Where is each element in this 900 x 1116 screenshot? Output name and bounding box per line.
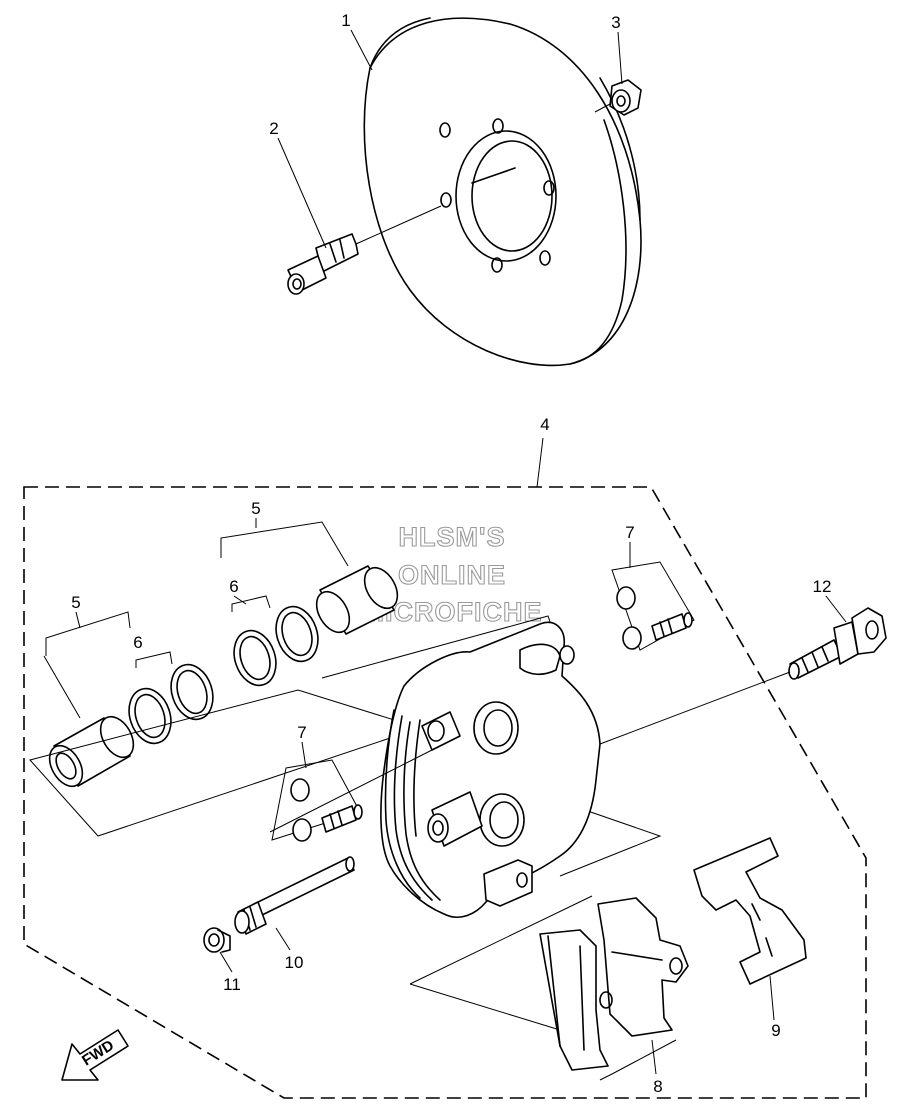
callout-6-left: 6 (133, 633, 142, 652)
callout-4: 4 (540, 415, 549, 434)
brake-pad-set (539, 897, 689, 1071)
callout-10: 10 (285, 953, 304, 972)
callout-9: 9 (771, 1021, 780, 1040)
callout-labels: 1 2 3 4 5 5 6 6 7 7 8 9 10 11 12 (71, 11, 831, 1096)
bleed-screw-upper (611, 561, 695, 651)
upper-piston-group (233, 565, 399, 687)
callout-5-left: 5 (71, 593, 80, 612)
callout-5-upper: 5 (251, 499, 260, 518)
forward-direction-arrow: FWD (61, 1029, 129, 1081)
disc-bolt (287, 205, 442, 295)
callout-7-upper: 7 (625, 523, 634, 542)
watermark-line-2: ONLINE (398, 560, 506, 590)
disc-nut (594, 79, 642, 116)
callout-12: 12 (813, 577, 832, 596)
pad-pin (234, 856, 355, 935)
callout-6-upper: 6 (229, 577, 238, 596)
pad-spring (693, 837, 807, 985)
caliper-bolt (788, 607, 887, 680)
callout-8: 8 (653, 1077, 662, 1096)
left-piston-group (48, 663, 214, 788)
callout-11: 11 (223, 975, 241, 994)
callout-2: 2 (269, 119, 278, 138)
pad-pin-plug (203, 927, 231, 953)
caliper-body (269, 621, 791, 918)
callout-3: 3 (611, 13, 620, 32)
brake-disc (363, 17, 642, 367)
watermark-line-1: HLSM'S (399, 522, 506, 552)
callout-leaders (43, 29, 847, 1081)
callout-1: 1 (341, 11, 350, 30)
bleed-screw-lower (271, 759, 363, 842)
callout-7-lower: 7 (297, 723, 306, 742)
